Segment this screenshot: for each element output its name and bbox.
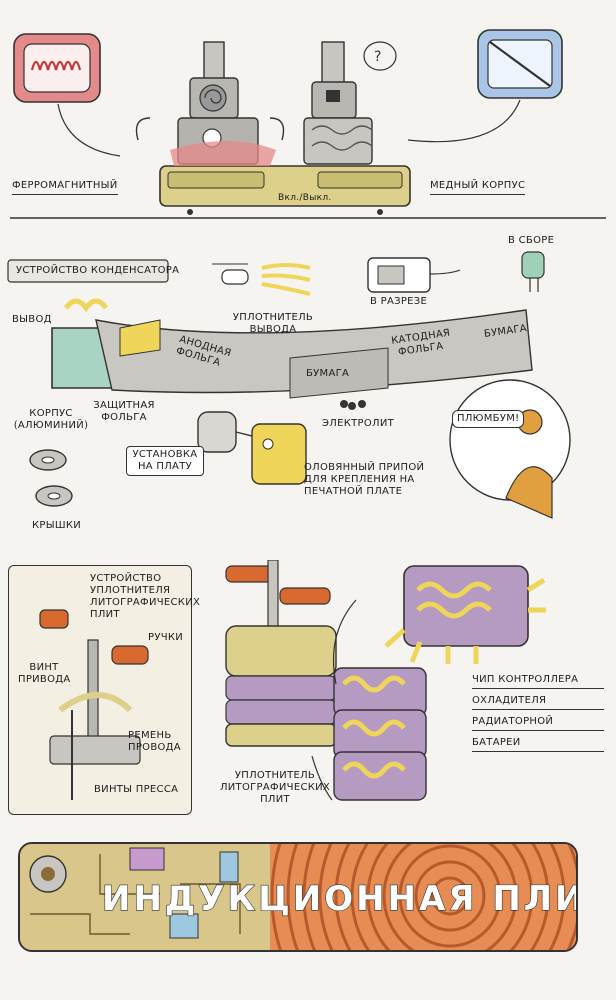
cookware-illustration: ?	[10, 29, 606, 219]
capacitor-illustration	[7, 251, 571, 519]
chip-caption-line-3: РАДИАТОРНОЙ	[472, 716, 604, 731]
induction-stove-banner: ИНДУКЦИОННАЯ ПЛИТА	[18, 842, 578, 952]
chip-caption-line-4: БАТАРЕИ	[472, 737, 604, 752]
case-label: КОРПУС (АЛЮМИНИЙ)	[13, 408, 89, 431]
lead-seal-parts	[212, 263, 311, 296]
capacitor-title: УСТРОЙСТВО КОНДЕНСАТОРА	[16, 265, 180, 276]
assembled-part	[521, 251, 545, 292]
cross-section-part	[367, 257, 461, 293]
assembled-label: В СБОРЕ	[508, 235, 555, 246]
chip-caption-line-1: ЧИП КОНТРОЛЛЕРА	[472, 674, 604, 689]
handles-label: РУЧКИ	[148, 632, 184, 643]
press-detail-panel	[8, 565, 192, 815]
banner-title: ИНДУКЦИОННАЯ ПЛИТА	[102, 879, 576, 919]
stove-base	[159, 165, 411, 215]
board-mount-part	[197, 411, 307, 485]
cooler-chip	[384, 565, 546, 664]
electrolyte-drops	[340, 400, 366, 410]
plumbum-speech: ПЛЮМБУМ!	[452, 410, 525, 428]
press-screws-label: ВИНТЫ ПРЕССА	[94, 784, 179, 795]
power-switch-label: Вкл./Выкл.	[278, 193, 332, 203]
drive-belt-label: РЕМЕНЬ ПРОВОДА	[128, 730, 181, 753]
cross-section-label: В РАЗРЕЗЕ	[370, 296, 428, 307]
chip-caption-line-2: ОХЛАДИТЕЛЯ	[472, 695, 604, 710]
press-panel-title: УСТРОЙСТВО УПЛОТНИТЕЛЯ ЛИТОГРАФИЧЕСКИХ П…	[90, 573, 201, 620]
press-detail-drawing	[39, 609, 149, 800]
question-bubble: ?	[363, 41, 397, 71]
copper-pot	[303, 41, 373, 165]
lead-seal-label: УПЛОТНИТЕЛЬ ВЫВОДА	[232, 312, 314, 335]
circuit-board-art	[20, 844, 270, 950]
copper-case-label: МЕДНЫЙ КОРПУС	[430, 180, 526, 195]
lids	[29, 449, 73, 507]
chip-caption: ЧИП КОНТРОЛЛЕРА ОХЛАДИТЕЛЯ РАДИАТОРНОЙ Б…	[472, 674, 604, 752]
drive-screw-label: ВИНТ ПРИВОДА	[18, 662, 71, 685]
ferromagnetic-label: ФЕРРОМАГНИТНЫЙ	[12, 180, 118, 195]
lead-label: ВЫВОД	[12, 314, 52, 325]
coil-icon	[13, 33, 101, 103]
electrolyte-label: ЭЛЕКТРОЛИТ	[322, 418, 395, 429]
protective-foil-label: ЗАЩИТНАЯ ФОЛЬГА	[93, 400, 155, 423]
main-press	[225, 560, 337, 747]
press-illustration	[39, 560, 546, 801]
litho-plates	[333, 667, 427, 801]
ferromagnetic-pot	[135, 41, 285, 166]
board-mount-label: УСТАНОВКА НА ПЛАТУ	[126, 446, 204, 476]
lids-label: КРЫШКИ	[32, 520, 82, 531]
plumbum-character	[449, 379, 571, 519]
capacitor-body	[51, 298, 533, 399]
solder-label: ОЛОВЯННЫЙ ПРИПОЙ ДЛЯ КРЕПЛЕНИЯ НА ПЕЧАТН…	[304, 462, 425, 497]
banner-art: ИНДУКЦИОННАЯ ПЛИТА	[20, 844, 576, 950]
no-heat-icon	[477, 29, 563, 99]
litho-seal-label: УПЛОТНИТЕЛЬ ЛИТОГРАФИЧЕСКИХ ПЛИТ	[219, 770, 331, 805]
paper-label-1: БУМАГА	[306, 368, 350, 379]
svg-text:?: ?	[374, 49, 381, 65]
